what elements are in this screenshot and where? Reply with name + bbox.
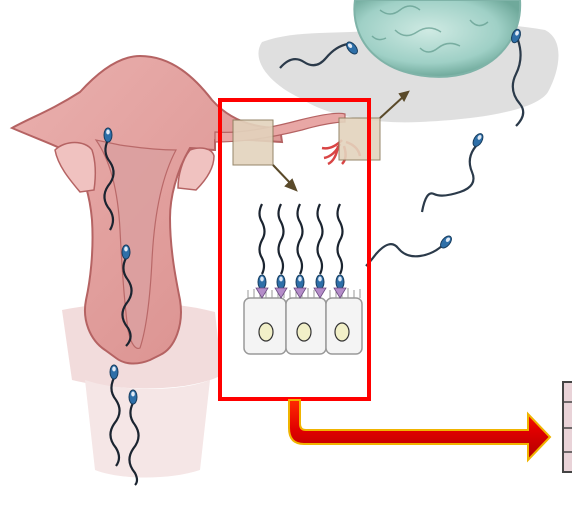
bound-sperm-group (260, 204, 343, 274)
isthmus-callout-box (233, 120, 273, 165)
sperm-head (110, 365, 118, 379)
sperm-head (104, 128, 112, 142)
sperm-head (258, 275, 266, 289)
ampulla-callout-box (339, 118, 380, 160)
cell-nucleus (259, 323, 273, 341)
cell-nucleus (297, 323, 311, 341)
cell-nucleus (335, 323, 349, 341)
sperm-head (316, 275, 324, 289)
next-panel-edge (563, 382, 572, 472)
binding-arrows (256, 288, 346, 298)
bound-sperm-heads (258, 275, 344, 289)
sperm-head (122, 245, 130, 259)
sperm-head (277, 275, 285, 289)
sperm-head (129, 390, 137, 404)
sperm-head (471, 132, 485, 148)
sperm-head (336, 275, 344, 289)
sperm-head (296, 275, 304, 289)
red-arrow-to-right (289, 400, 550, 460)
